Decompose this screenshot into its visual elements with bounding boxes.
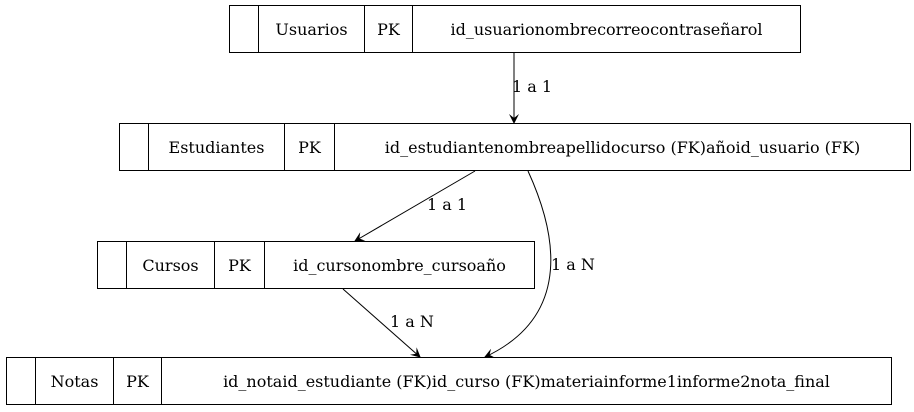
- entity-marker: [7, 358, 35, 404]
- entity-attributes: id_cursonombre_cursoaño: [264, 242, 534, 288]
- relationship-label-usuarios-estudiantes: 1 a 1: [512, 77, 553, 96]
- entity-cursos[interactable]: Cursos PK id_cursonombre_cursoaño: [97, 241, 535, 289]
- entity-marker: [98, 242, 126, 288]
- primary-key-label: PK: [214, 242, 264, 288]
- entity-marker: [120, 124, 148, 170]
- entity-attributes: id_notaid_estudiante (FK)id_curso (FK)ma…: [161, 358, 891, 404]
- entity-name: Estudiantes: [148, 124, 284, 170]
- primary-key-label: PK: [113, 358, 161, 404]
- entity-usuarios[interactable]: Usuarios PK id_usuarionombrecorreocontra…: [229, 5, 801, 53]
- relationship-label-cursos-notas: 1 a N: [390, 312, 434, 331]
- entity-name: Notas: [35, 358, 113, 404]
- primary-key-label: PK: [284, 124, 334, 170]
- edge-estudiantes-cursos: [354, 170, 476, 242]
- relationship-label-estudiantes-notas: 1 a N: [551, 255, 595, 274]
- relationship-label-estudiantes-cursos: 1 a 1: [427, 195, 468, 214]
- edge-estudiantes-notas: [484, 170, 552, 358]
- entity-name: Cursos: [126, 242, 214, 288]
- entity-marker: [230, 6, 258, 52]
- edge-cursos-notas: [342, 288, 421, 358]
- primary-key-label: PK: [364, 6, 412, 52]
- entity-notas[interactable]: Notas PK id_notaid_estudiante (FK)id_cur…: [6, 357, 892, 405]
- entity-estudiantes[interactable]: Estudiantes PK id_estudiantenombreapelli…: [119, 123, 911, 171]
- entity-name: Usuarios: [258, 6, 364, 52]
- entity-attributes: id_estudiantenombreapellidocurso (FK)año…: [334, 124, 910, 170]
- entity-attributes: id_usuarionombrecorreocontraseñarol: [412, 6, 800, 52]
